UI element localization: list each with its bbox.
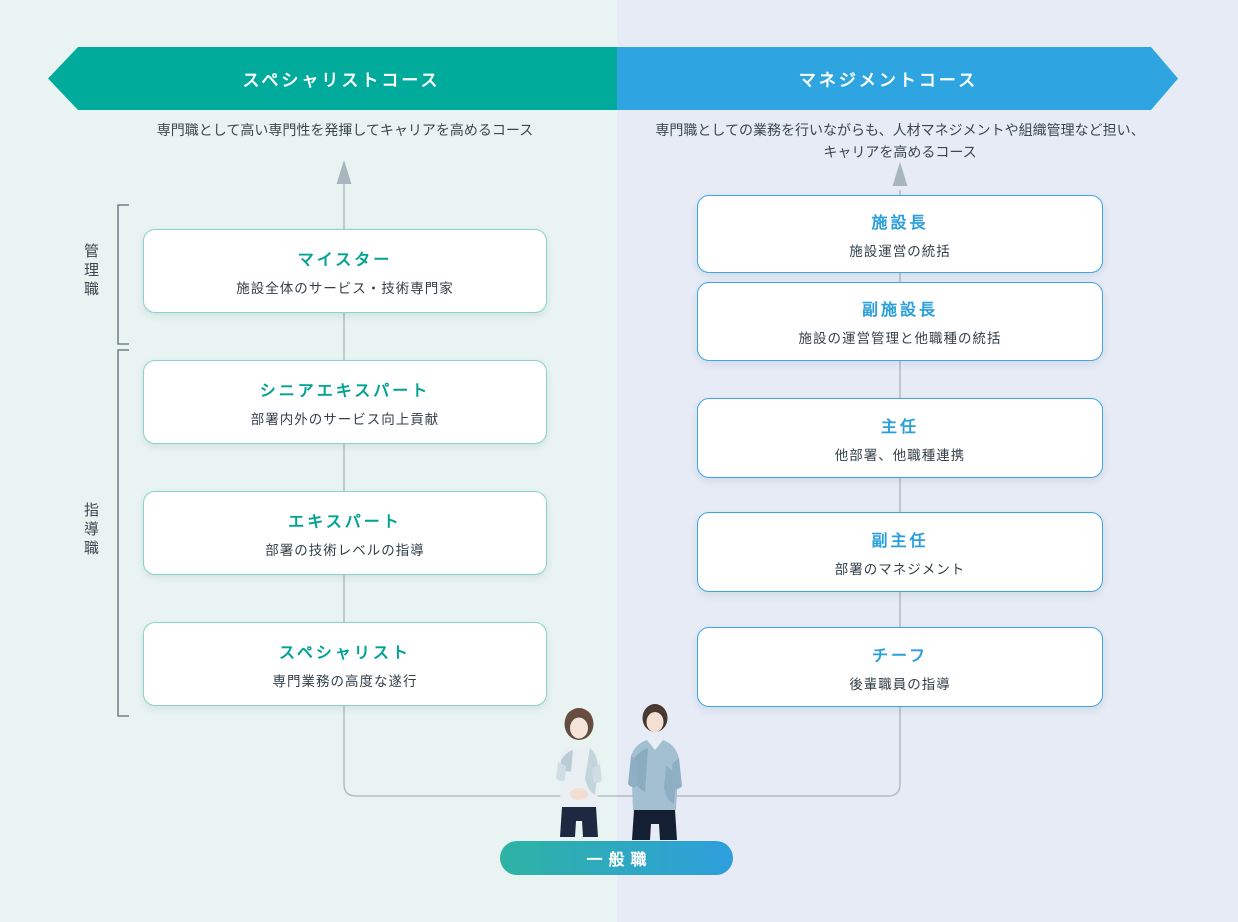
role-box-facility-director: 施設長 施設運営の統括 bbox=[697, 195, 1103, 273]
role-box-senior-expert: シニアエキスパート 部署内外のサービス向上貢献 bbox=[143, 360, 547, 444]
instructor-grade-bracket bbox=[117, 349, 129, 717]
staff-illustration bbox=[556, 704, 682, 840]
management-course-banner-label: マネジメントコース bbox=[798, 71, 979, 90]
specialist-course-subtitle: 専門職として高い専門性を発揮してキャリアを高めるコース bbox=[156, 122, 534, 138]
grade-label-management: 管理職 bbox=[82, 243, 99, 300]
course-connector-path bbox=[343, 184, 901, 797]
role-title: スペシャリスト bbox=[279, 644, 411, 662]
role-title: 副施設長 bbox=[861, 302, 938, 319]
role-desc: 施設運営の統括 bbox=[849, 243, 951, 259]
specialist-course-banner: スペシャリストコース bbox=[48, 47, 617, 110]
staff-man bbox=[628, 704, 682, 840]
role-desc: 専門業務の高度な遂行 bbox=[272, 673, 418, 689]
role-title: 副主任 bbox=[871, 532, 929, 550]
role-box-expert: エキスパート 部署の技術レベルの指導 bbox=[143, 491, 547, 575]
specialist-background bbox=[0, 0, 617, 922]
role-desc: 施設全体のサービス・技術専門家 bbox=[236, 280, 454, 296]
up-arrow-icon bbox=[336, 160, 352, 184]
role-box-deputy-chief-manager: 副主任 部署のマネジメント bbox=[697, 512, 1103, 592]
role-box-specialist: スペシャリスト 専門業務の高度な遂行 bbox=[143, 622, 547, 706]
role-desc: 他部署、他職種連携 bbox=[834, 447, 966, 463]
staff-woman bbox=[556, 708, 602, 837]
management-subtitle-line1: 専門職としての業務を行いながらも、人材マネジメントや組織管理など担い、 bbox=[655, 122, 1145, 138]
role-title: 主任 bbox=[880, 418, 919, 436]
role-title: マイスター bbox=[297, 251, 393, 269]
role-box-chief: チーフ 後輩職員の指導 bbox=[697, 627, 1103, 707]
role-desc: 部署の技術レベルの指導 bbox=[265, 542, 425, 558]
general-staff-label: 一般職 bbox=[586, 852, 653, 869]
management-course-subtitle: 専門職としての業務を行いながらも、人材マネジメントや組織管理など担い、 キャリア… bbox=[630, 120, 1170, 163]
role-desc: 部署内外のサービス向上貢献 bbox=[250, 411, 440, 427]
role-title: シニアエキスパート bbox=[259, 382, 431, 400]
role-box-deputy-facility-director: 副施設長 施設の運営管理と他職種の統括 bbox=[697, 282, 1103, 361]
general-staff-pill: 一般職 bbox=[500, 841, 733, 875]
management-grade-bracket bbox=[117, 204, 129, 345]
role-title: エキスパート bbox=[288, 513, 402, 531]
role-box-meister: マイスター 施設全体のサービス・技術専門家 bbox=[143, 229, 547, 313]
role-desc: 後輩職員の指導 bbox=[849, 676, 951, 692]
role-desc: 施設の運営管理と他職種の統括 bbox=[798, 331, 1002, 346]
management-subtitle-line2: キャリアを高めるコース bbox=[823, 143, 977, 160]
specialist-course-banner-label: スペシャリストコース bbox=[242, 71, 441, 90]
up-arrow-icon bbox=[892, 162, 908, 186]
role-title: 施設長 bbox=[871, 214, 929, 232]
role-desc: 部署のマネジメント bbox=[834, 561, 966, 577]
role-box-chief-manager: 主任 他部署、他職種連携 bbox=[697, 398, 1103, 478]
role-title: チーフ bbox=[871, 647, 929, 665]
management-course-banner: マネジメントコース bbox=[617, 47, 1178, 110]
grade-label-instructor: 指導職 bbox=[82, 502, 99, 559]
